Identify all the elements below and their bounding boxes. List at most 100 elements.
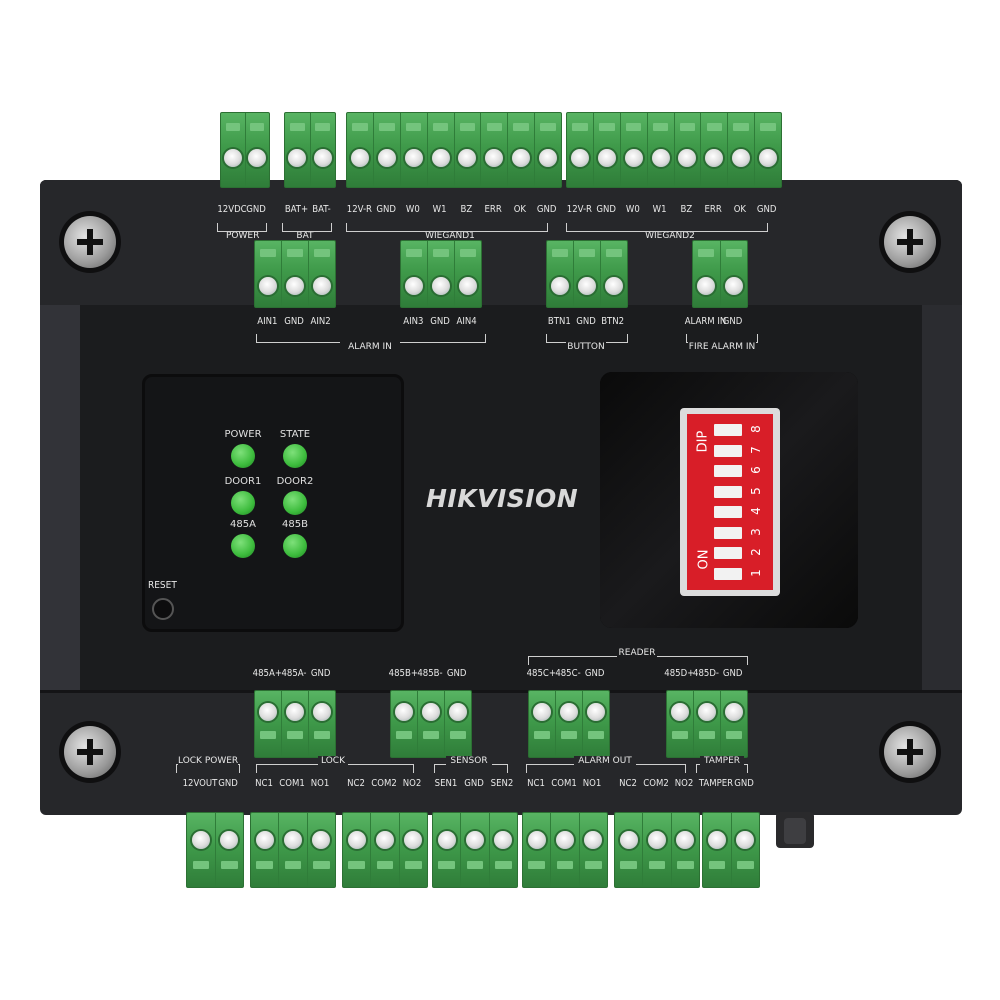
- dip-lever-4[interactable]: [714, 485, 742, 498]
- terminal-screw[interactable]: [667, 691, 694, 757]
- terminal-screw[interactable]: [445, 691, 471, 757]
- terminal-screw[interactable]: [221, 113, 246, 187]
- terminal-screw[interactable]: [643, 813, 672, 887]
- terminal-screw[interactable]: [755, 113, 781, 187]
- terminal-screw[interactable]: [255, 241, 282, 307]
- terminal-screw[interactable]: [461, 813, 490, 887]
- pin-label: GND: [722, 316, 743, 327]
- terminal-screw[interactable]: [728, 113, 756, 187]
- dip-lever-3[interactable]: [714, 465, 742, 477]
- terminal-screw[interactable]: [701, 113, 729, 187]
- dip-lever-7[interactable]: [714, 547, 742, 559]
- terminal-screw[interactable]: [391, 691, 418, 757]
- reset-button[interactable]: [152, 598, 174, 620]
- terminal-screw[interactable]: [574, 241, 601, 307]
- terminal-screw[interactable]: [675, 113, 702, 187]
- terminal-block-wiegand2[interactable]: [566, 112, 782, 188]
- screw-head-icon: [707, 831, 726, 849]
- terminal-block-485d[interactable]: [666, 690, 748, 758]
- terminal-screw[interactable]: [721, 691, 747, 757]
- terminal-block-alarm-out-2[interactable]: [614, 812, 700, 888]
- terminal-block-power[interactable]: [220, 112, 270, 188]
- terminal-block-485c[interactable]: [528, 690, 610, 758]
- terminal-screw[interactable]: [216, 813, 244, 887]
- dip-lever-1[interactable]: [714, 424, 742, 436]
- terminal-screw[interactable]: [529, 691, 556, 757]
- terminal-block-alarm-out-1[interactable]: [522, 812, 608, 888]
- terminal-screw[interactable]: [703, 813, 732, 887]
- terminal-screw[interactable]: [732, 813, 760, 887]
- terminal-screw[interactable]: [594, 113, 621, 187]
- terminal-screw[interactable]: [251, 813, 280, 887]
- terminal-screw[interactable]: [418, 691, 445, 757]
- terminal-screw[interactable]: [371, 813, 400, 887]
- screw-head-icon: [286, 703, 304, 721]
- terminal-screw[interactable]: [401, 241, 428, 307]
- terminal-block-alarm-in-2[interactable]: [400, 240, 482, 308]
- terminal-screw[interactable]: [343, 813, 372, 887]
- terminal-block-wiegand1[interactable]: [346, 112, 562, 188]
- terminal-block-alarm-in-1[interactable]: [254, 240, 336, 308]
- terminal-screw[interactable]: [693, 241, 721, 307]
- terminal-screw[interactable]: [556, 691, 583, 757]
- dip-lever-8[interactable]: [714, 567, 742, 580]
- terminal-screw[interactable]: [523, 813, 552, 887]
- terminal-block-485a[interactable]: [254, 690, 336, 758]
- terminal-screw[interactable]: [580, 813, 607, 887]
- terminal-screw[interactable]: [374, 113, 401, 187]
- terminal-screw[interactable]: [347, 113, 374, 187]
- terminal-block-tamper[interactable]: [702, 812, 760, 888]
- terminal-screw[interactable]: [508, 113, 536, 187]
- terminal-screw[interactable]: [672, 813, 699, 887]
- terminal-block-fire-alarm[interactable]: [692, 240, 748, 308]
- terminal-screw[interactable]: [648, 113, 675, 187]
- terminal-screw[interactable]: [583, 691, 609, 757]
- terminal-block-bat[interactable]: [284, 112, 336, 188]
- terminal-block-lock-power[interactable]: [186, 812, 244, 888]
- terminal-screw[interactable]: [401, 113, 428, 187]
- terminal-screw[interactable]: [309, 241, 335, 307]
- terminal-block-485b[interactable]: [390, 690, 472, 758]
- terminal-screw[interactable]: [547, 241, 574, 307]
- terminal-screw[interactable]: [455, 241, 481, 307]
- terminal-screw[interactable]: [246, 113, 270, 187]
- terminal-screw[interactable]: [279, 813, 308, 887]
- terminal-screw[interactable]: [308, 813, 335, 887]
- terminal-screw[interactable]: [282, 241, 309, 307]
- terminal-screw[interactable]: [285, 113, 311, 187]
- terminal-block-button[interactable]: [546, 240, 628, 308]
- terminal-screw[interactable]: [428, 113, 455, 187]
- terminal-screw[interactable]: [255, 691, 282, 757]
- terminal-screw[interactable]: [481, 113, 509, 187]
- terminal-screw[interactable]: [601, 241, 627, 307]
- terminal-screw[interactable]: [694, 691, 721, 757]
- pin-label: NO2: [674, 778, 694, 789]
- terminal-screw[interactable]: [621, 113, 648, 187]
- terminal-screw[interactable]: [187, 813, 216, 887]
- terminal-screw[interactable]: [309, 691, 335, 757]
- terminal-screw[interactable]: [535, 113, 561, 187]
- terminal-ridge: [652, 123, 669, 131]
- dip-lever-5[interactable]: [714, 506, 742, 518]
- terminal-screw[interactable]: [433, 813, 462, 887]
- dip-lever-2[interactable]: [714, 444, 742, 457]
- terminal-screw[interactable]: [567, 113, 594, 187]
- terminal-screw[interactable]: [400, 813, 427, 887]
- terminal-block-lock-1[interactable]: [250, 812, 336, 888]
- terminal-screw[interactable]: [455, 113, 482, 187]
- terminal-screw[interactable]: [721, 241, 748, 307]
- dip-lever-6[interactable]: [714, 526, 742, 539]
- terminal-block-lock-2[interactable]: [342, 812, 428, 888]
- terminal-screw[interactable]: [282, 691, 309, 757]
- terminal-screw[interactable]: [551, 813, 580, 887]
- terminal-ridge: [284, 861, 302, 869]
- terminal-ridge: [314, 249, 330, 257]
- terminal-block-sensor[interactable]: [432, 812, 518, 888]
- pin-label: BZ: [680, 204, 693, 215]
- terminal-screw[interactable]: [615, 813, 644, 887]
- screw-head-icon: [459, 277, 477, 295]
- terminal-screw[interactable]: [490, 813, 517, 887]
- terminal-screw[interactable]: [428, 241, 455, 307]
- screw-head-icon: [395, 703, 413, 721]
- terminal-screw[interactable]: [311, 113, 336, 187]
